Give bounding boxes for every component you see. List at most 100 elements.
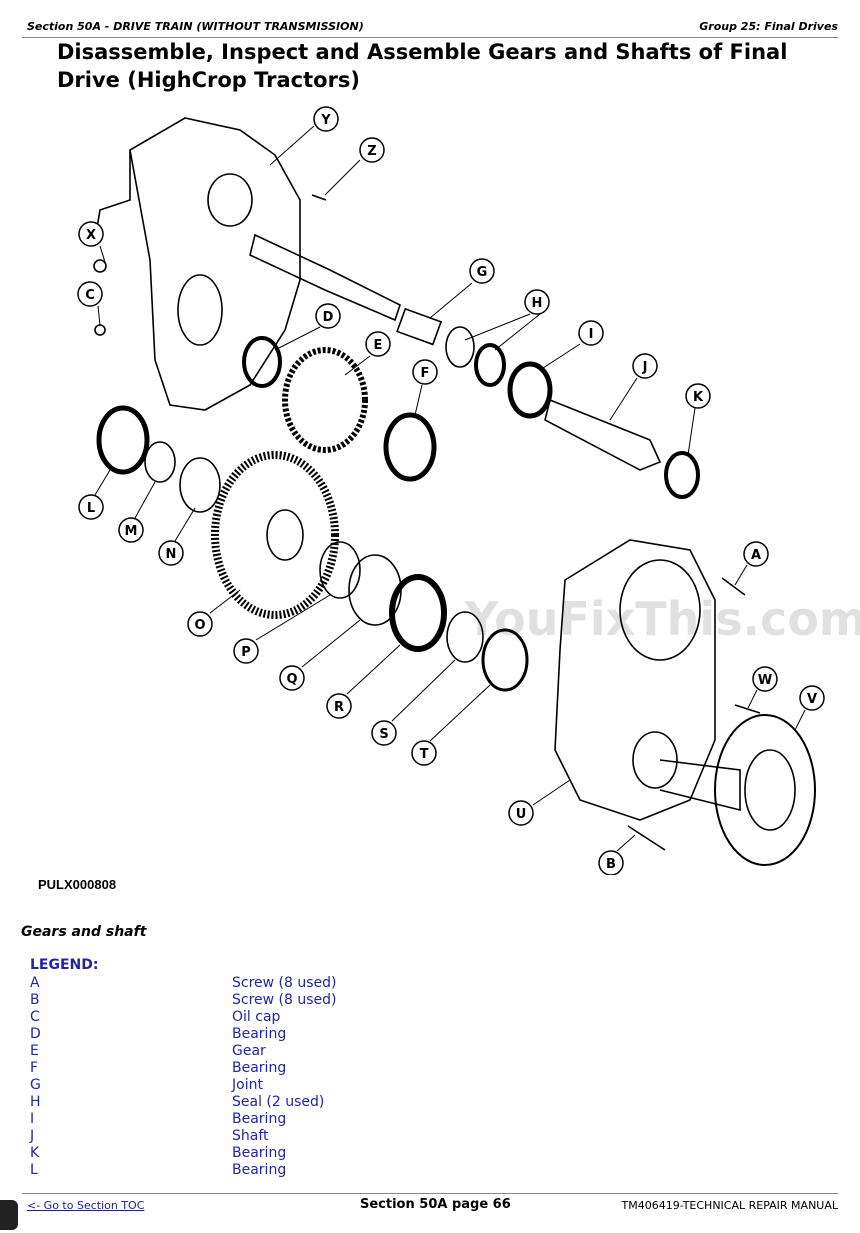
bearing-i	[507, 361, 553, 419]
legend-desc: Screw (8 used)	[232, 975, 337, 991]
lower-housing	[554, 539, 716, 821]
callout-Q: Q	[279, 665, 305, 691]
svg-text:U: U	[516, 807, 527, 822]
legend-key: E	[30, 1043, 39, 1059]
legend-row: A Screw (8 used)	[30, 975, 337, 992]
svg-text:D: D	[323, 310, 334, 325]
page-title: Disassemble, Inspect and Assemble Gears …	[57, 40, 788, 92]
bearing-r	[389, 574, 447, 652]
bearing-l	[96, 405, 150, 475]
screw-b	[627, 825, 666, 851]
svg-text:W: W	[758, 673, 772, 688]
watermark: YouFixThis.com	[465, 592, 860, 646]
legend-key: D	[30, 1026, 41, 1042]
callout-V: V	[799, 685, 825, 711]
legend-key: G	[30, 1077, 41, 1093]
legend-title: LEGEND:	[30, 957, 99, 973]
callout-U: U	[508, 800, 534, 826]
legend-row: B Screw (8 used)	[30, 992, 337, 1009]
legend-desc: Oil cap	[232, 1009, 281, 1025]
callout-N: N	[158, 540, 184, 566]
callout-P: P	[233, 638, 259, 664]
callout-O: O	[187, 611, 213, 637]
figure-code: PULX000808	[38, 877, 117, 892]
legend-row: F Bearing	[30, 1060, 337, 1077]
legend-row: D Bearing	[30, 1026, 337, 1043]
legend-key: J	[30, 1128, 35, 1144]
callout-I: I	[578, 320, 604, 346]
svg-text:G: G	[477, 265, 488, 280]
callout-F: F	[412, 359, 438, 385]
legend-desc: Bearing	[232, 1111, 287, 1127]
section-header: Section 50A - DRIVE TRAIN (WITHOUT TRANS…	[27, 20, 364, 33]
hub-v	[714, 714, 816, 866]
svg-text:Z: Z	[367, 144, 376, 159]
page-number: Section 50A page 66	[360, 1197, 511, 1212]
gear-e	[282, 347, 368, 453]
legend-key: B	[30, 992, 40, 1008]
svg-text:H: H	[532, 296, 543, 311]
svg-text:I: I	[589, 327, 594, 342]
bearing-f	[383, 412, 437, 482]
callout-K: K	[685, 383, 711, 409]
legend-key: H	[30, 1094, 41, 1110]
svg-text:V: V	[807, 692, 817, 707]
exploded-diagram: Y Z X C D E G H I J K F L M N O P Q R S …	[77, 106, 825, 875]
legend-desc: Bearing	[232, 1145, 287, 1161]
legend-row: H Seal (2 used)	[30, 1094, 337, 1111]
callout-H: H	[524, 289, 550, 315]
svg-text:Q: Q	[286, 672, 297, 687]
svg-text:S: S	[379, 727, 388, 742]
legend-desc: Screw (8 used)	[232, 992, 337, 1008]
callout-X: X	[78, 221, 104, 247]
callout-C: C	[77, 281, 103, 307]
svg-text:B: B	[606, 857, 616, 872]
shaft-upper	[249, 233, 401, 322]
screw-a	[721, 577, 746, 596]
callout-W: W	[752, 666, 778, 692]
section-toc-link[interactable]: <- Go to Section TOC	[27, 1199, 145, 1212]
legend-desc: Bearing	[232, 1060, 287, 1076]
upper-housing	[129, 117, 301, 411]
legend-key: C	[30, 1009, 40, 1025]
legend-desc: Bearing	[232, 1162, 287, 1178]
legend-key: K	[30, 1145, 40, 1161]
callout-L: L	[78, 494, 104, 520]
legend-row: J Shaft	[30, 1128, 337, 1145]
shaft-j	[544, 398, 662, 471]
svg-text:R: R	[334, 700, 344, 715]
legend-desc: Bearing	[232, 1026, 287, 1042]
svg-text:J: J	[642, 360, 648, 375]
callout-Z: Z	[359, 137, 385, 163]
figure-caption: Gears and shaft	[21, 924, 147, 940]
callout-S: S	[371, 720, 397, 746]
svg-text:C: C	[85, 288, 95, 303]
callout-J: J	[632, 353, 658, 379]
callout-E: E	[365, 331, 391, 357]
legend-key: F	[30, 1060, 39, 1076]
legend-key: A	[30, 975, 40, 991]
svg-text:K: K	[693, 390, 704, 405]
gear-o	[211, 451, 339, 619]
legend-desc: Gear	[232, 1043, 266, 1059]
bearing-k	[664, 451, 700, 499]
header-divider	[22, 37, 838, 38]
callout-D: D	[315, 303, 341, 329]
legend-desc: Joint	[232, 1077, 263, 1093]
svg-text:A: A	[751, 548, 761, 563]
manual-name: TM406419-TECHNICAL REPAIR MANUAL	[621, 1199, 838, 1212]
bearing-d	[242, 336, 282, 388]
legend-desc: Shaft	[232, 1128, 269, 1144]
group-header: Group 25: Final Drives	[699, 20, 838, 33]
legend-desc: Seal (2 used)	[232, 1094, 325, 1110]
callout-R: R	[326, 693, 352, 719]
svg-text:N: N	[166, 547, 177, 562]
legend-row: C Oil cap	[30, 1009, 337, 1026]
legend-row: K Bearing	[30, 1145, 337, 1162]
callout-Y: Y	[313, 106, 339, 132]
callout-M: M	[118, 517, 144, 543]
svg-text:X: X	[86, 228, 96, 243]
legend-key: L	[30, 1162, 38, 1178]
